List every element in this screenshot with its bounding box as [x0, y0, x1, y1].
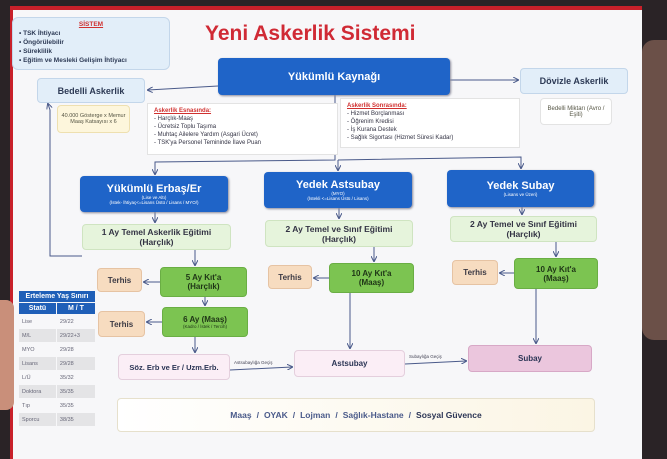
hand [0, 300, 14, 410]
erbas-training: 1 Ay Temel Askerlik Eğitimi(Harçlık) [82, 224, 231, 250]
astsubay-end: Astsubay [294, 350, 405, 377]
dovizle-box: Dövizle Askerlik [520, 68, 628, 94]
person-silhouette [642, 40, 667, 340]
list-item: - Muhtaç Ailelere Yardım (Asgari Ücret) [154, 132, 258, 138]
benefit: OYAK [263, 410, 288, 420]
benefit: Lojman [300, 410, 331, 420]
erbas-sub2: (İstek- İhtiyaç<=Lisans Üstü / Lisans / … [109, 200, 199, 205]
transition-label: Astsubaylığa Geçiş [234, 360, 273, 365]
table-header: M / T [56, 303, 95, 314]
esnasinda-box: Askerlik Esnasında: - Harçlık-Maaş - Ücr… [147, 103, 338, 155]
list-item: - TSK'ya Personel Temininde İlave Puan [154, 140, 261, 146]
sistem-heading: SİSTEM [78, 21, 104, 28]
benefit: Sosyal Güvence [416, 410, 482, 420]
astsubay-title: Yedek Astsubay [296, 179, 380, 191]
sistem-item: • Eğitim ve Mesleki Gelişim İhtiyacı [19, 57, 127, 64]
sistem-item: • Süreklilik [19, 48, 52, 55]
sonrasinda-box: Askerlik Sonrasında: - Hizmet Borçlanmas… [340, 98, 520, 148]
erbas-step1: 5 Ay Kıt'a(Harçlık) [160, 267, 247, 297]
terhis-box: Terhis [268, 265, 312, 289]
subay-training: 2 Ay Temel ve Sınıf Eğitimi(Harçlık) [450, 216, 597, 242]
astsubay-box: Yedek Astsubay (MYO) (İstekli <=Lisans Ü… [264, 172, 412, 208]
table-header: Statü [19, 303, 56, 314]
transition-label: Subaylığa Geçiş [409, 354, 442, 359]
page-title: Yeni Askerlik Sistemi [205, 22, 416, 45]
terhis-box: Terhis [97, 268, 142, 292]
benefit: Sağlık-Hastane [342, 410, 404, 420]
bedelli-box: Bedelli Askerlik [37, 78, 145, 103]
subay-title: Yedek Subay [486, 180, 555, 192]
astsubay-step1: 10 Ay Kıt'a(Maaş) [329, 263, 414, 293]
bedelli-note: 40.000 Gösterge x Memur Maaş Katsayısı x… [57, 105, 130, 133]
subay-step1: 10 Ay Kıt'a(Maaş) [514, 258, 598, 289]
erbas-title: Yükümlü Erbaş/Er [106, 183, 202, 195]
source-box: Yükümlü Kaynağı [218, 58, 450, 95]
sistem-box: SİSTEM • TSK İhtiyacı • Öngörülebilir • … [12, 17, 170, 70]
astsubay-sub2: (İstekli <=Lisans Üstü / Lisans) [307, 196, 369, 201]
subay-end: Subay [468, 345, 592, 372]
sonrasinda-heading: Askerlik Sonrasında: [347, 103, 407, 109]
esnasinda-heading: Askerlik Esnasında: [154, 108, 212, 114]
list-item: - Öğrenim Kredisi [347, 119, 394, 125]
sistem-item: • Öngörülebilir [19, 39, 64, 46]
subay-sub1: (Lisans ve Üzeri) [503, 192, 538, 197]
list-item: - Hizmet Borçlanması [347, 111, 405, 117]
astsubay-training: 2 Ay Temel ve Sınıf Eğitimi(Harçlık) [265, 220, 413, 247]
sistem-item: • TSK İhtiyacı [19, 30, 61, 37]
erbas-sub1: (Lise ve Altı) [141, 195, 167, 200]
table-title: Erteleme Yaş Sınırı [19, 291, 95, 302]
dovizle-note: Bedelli Miktarı (Avro / Eşiti) [540, 98, 612, 125]
erbas-box: Yükümlü Erbaş/Er (Lise ve Altı) (İstek- … [80, 176, 228, 212]
terhis-box: Terhis [98, 311, 145, 337]
list-item: - İş Kurana Destek [347, 127, 397, 133]
list-item: - Ücretsiz Toplu Taşıma [154, 124, 217, 130]
erbas-step2: 6 Ay (Maaş)(Kadro / İstek / Tercih) [162, 307, 248, 337]
list-item: - Harçlık-Maaş [154, 116, 194, 122]
astsubay-sub1: (MYO) [331, 191, 345, 196]
list-item: - Sağlık Sigortası (Hizmet Süresi Kadar) [347, 135, 454, 141]
terhis-box: Terhis [452, 260, 498, 285]
subay-box: Yedek Subay (Lisans ve Üzeri) [447, 170, 594, 207]
erbas-end: Söz. Erb ve Er / Uzm.Erb. [118, 354, 230, 380]
benefits-bar: Maaş/ OYAK/ Lojman/ Sağlık-Hastane/ Sosy… [117, 398, 595, 432]
benefit: Maaş [230, 410, 252, 420]
